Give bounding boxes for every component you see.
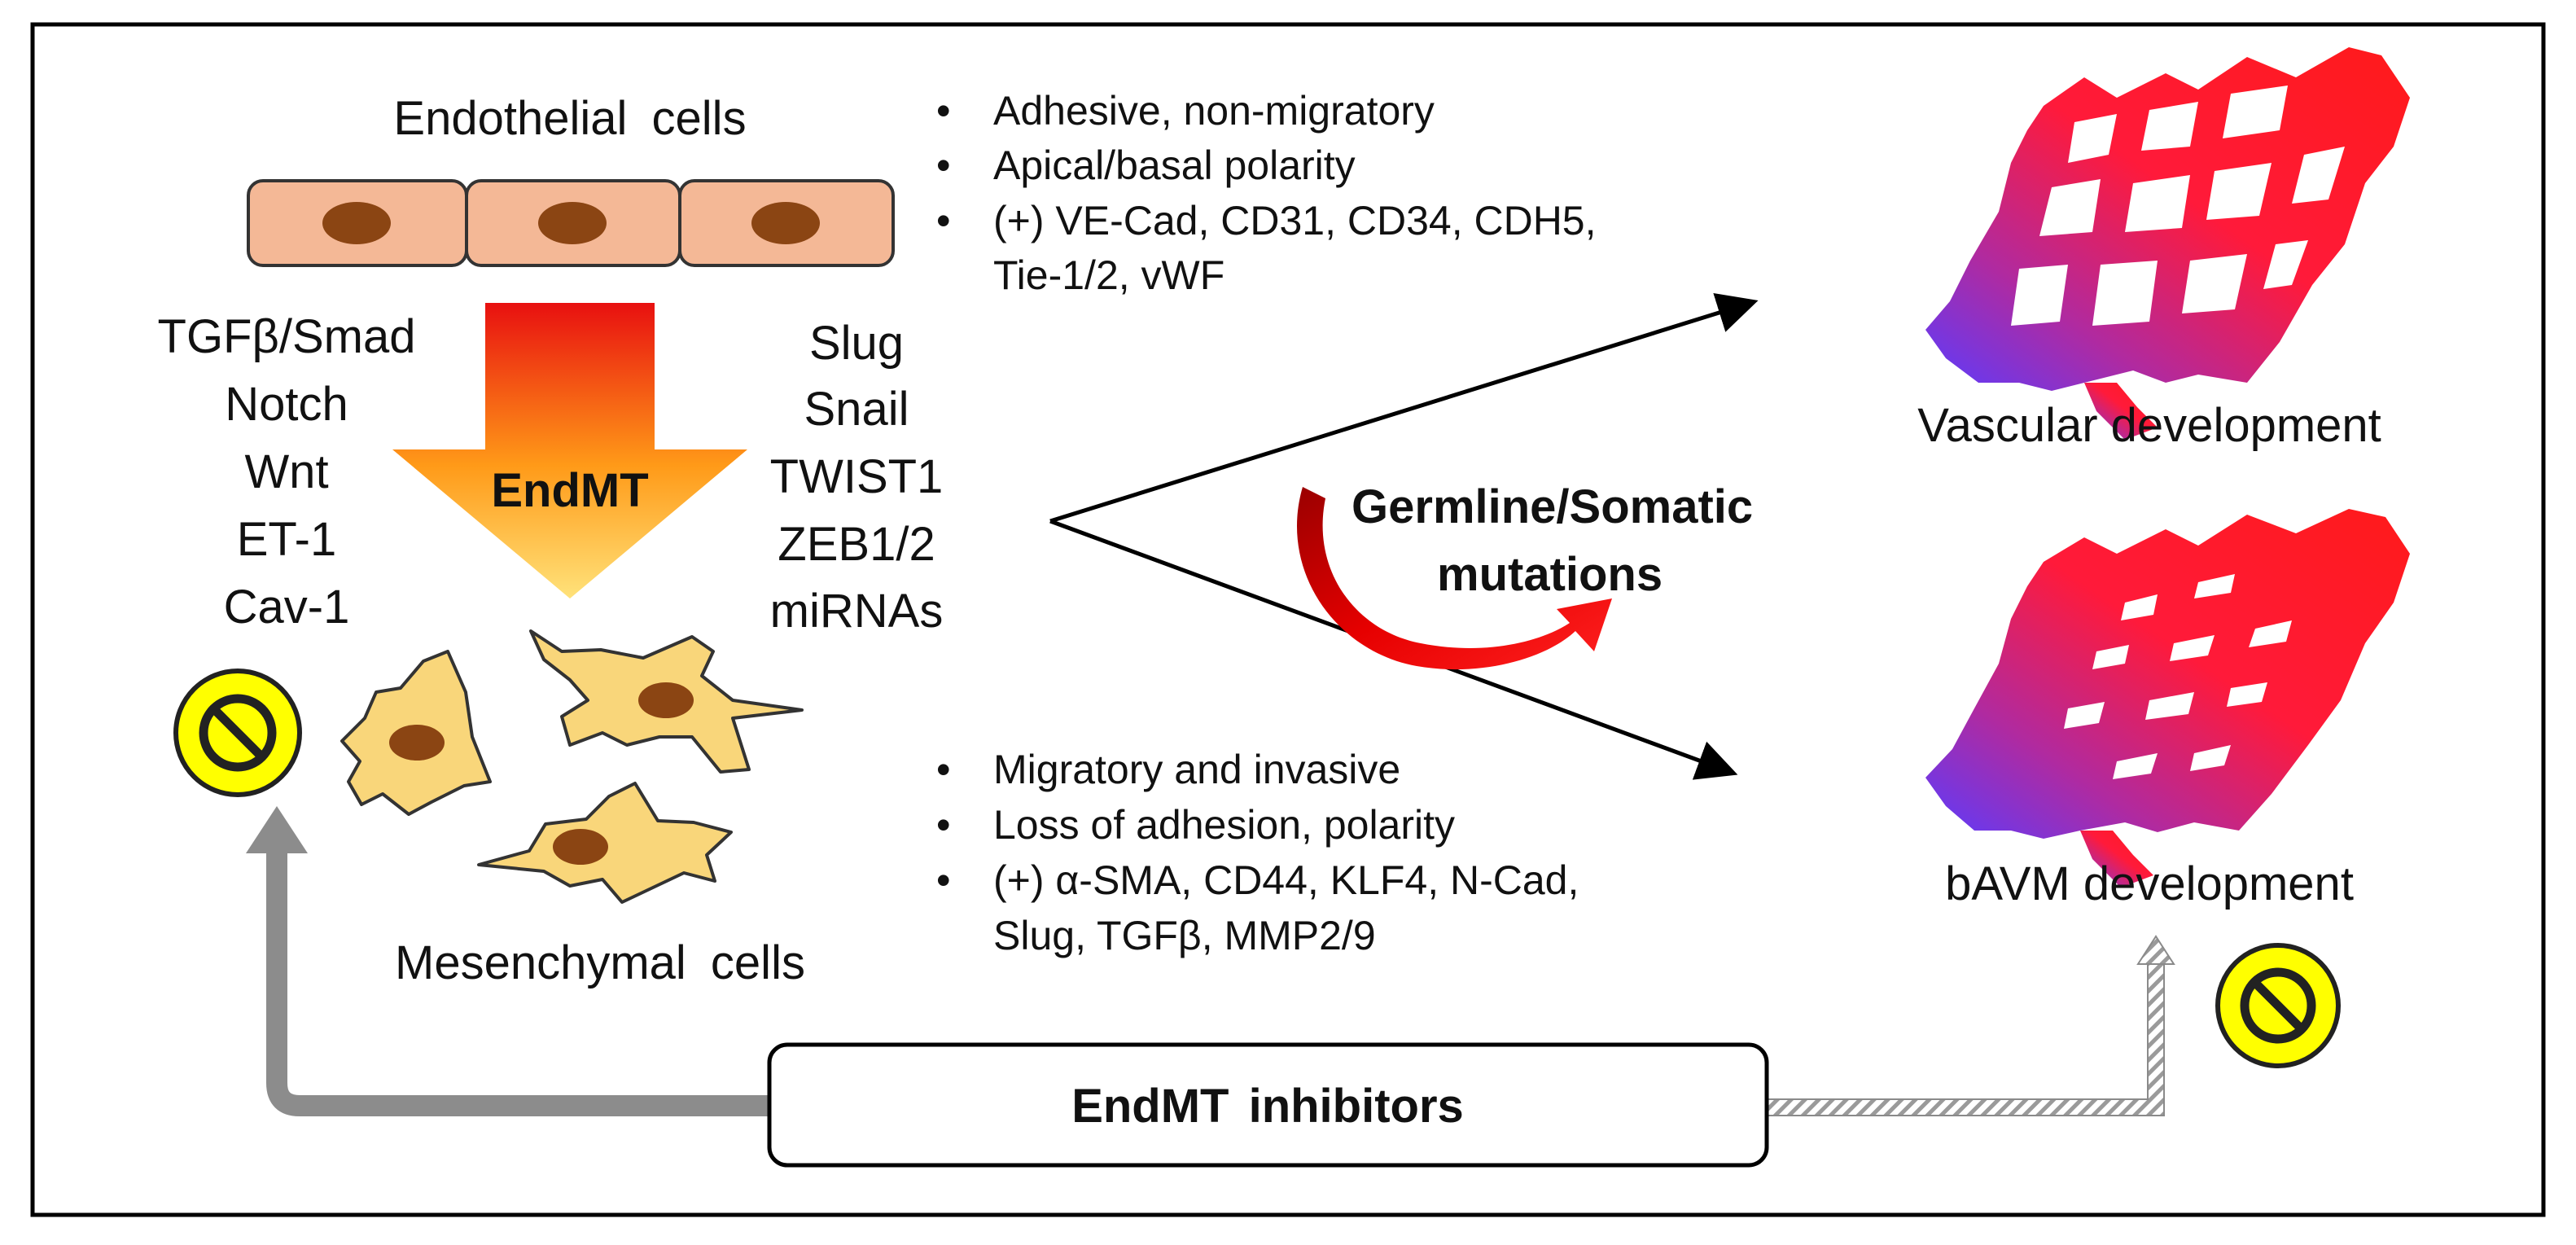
- signaling-pathways: TGFβ/Smad Notch Wnt ET-1 Cav-1: [158, 310, 416, 633]
- bullet-text: Loss of adhesion, polarity: [993, 802, 1455, 848]
- transcription-item: miRNAs: [770, 585, 944, 638]
- mesenchymal-properties: • Migratory and invasive • Loss of adhes…: [936, 747, 1579, 958]
- bullet-text: Migratory and invasive: [993, 747, 1400, 792]
- transcription-item: TWIST1: [770, 450, 944, 503]
- cell-nucleus: [538, 202, 607, 244]
- transcription-item: ZEB1/2: [778, 518, 935, 571]
- bullet-mark: •: [936, 857, 951, 903]
- arrow-to-vascular: [1049, 293, 1759, 524]
- signaling-item: TGFβ/Smad: [158, 310, 416, 363]
- vessel-network-icon: [1925, 509, 2410, 888]
- endmt-label: EndMT: [491, 464, 648, 517]
- cell-nucleus: [751, 202, 820, 244]
- endmt-arrow: [392, 303, 747, 598]
- bullet-text: (+) VE-Cad, CD31, CD34, CDH5,: [993, 198, 1597, 243]
- cell-nucleus: [322, 202, 391, 244]
- mesenchymal-title: Mesenchymal cells: [395, 936, 805, 989]
- endothelial-properties: • Adhesive, non-migratory • Apical/basal…: [936, 88, 1597, 298]
- cell-nucleus: [553, 829, 608, 865]
- bullet-mark: •: [936, 802, 951, 848]
- mutations-line1: Germline/Somatic: [1352, 480, 1753, 533]
- transcription-item: Snail: [804, 383, 909, 436]
- bullet-text: Tie-1/2, vWF: [993, 252, 1224, 298]
- mesenchymal-cells: [340, 629, 804, 904]
- bullet-text: (+) α-SMA, CD44, KLF4, N-Cad,: [993, 857, 1579, 903]
- bullet-text: Adhesive, non-migratory: [993, 88, 1435, 134]
- vessel-network-icon: [1925, 47, 2410, 440]
- bullet-mark: •: [936, 198, 951, 243]
- forbidden-sign-icon: [2215, 943, 2341, 1068]
- inhibitors-label: EndMT inhibitors: [1071, 1080, 1464, 1133]
- endothelial-cells: [247, 179, 895, 267]
- cell-nucleus: [389, 725, 445, 761]
- bullet-mark: •: [936, 88, 951, 134]
- transcription-item: Slug: [809, 317, 904, 370]
- outcome-bavm: bAVM development: [1945, 857, 2354, 910]
- transcription-factors: Slug Snail TWIST1 ZEB1/2 miRNAs: [770, 317, 944, 638]
- inhibit-arrow-left: [246, 806, 769, 1116]
- signaling-item: Cav-1: [224, 581, 350, 633]
- cell-nucleus: [638, 682, 694, 718]
- bullet-mark: •: [936, 142, 951, 188]
- signaling-item: ET-1: [237, 513, 337, 566]
- bullet-text: Slug, TGFβ, MMP2/9: [993, 913, 1376, 958]
- outcome-vascular: Vascular development: [1917, 399, 2381, 452]
- bullet-mark: •: [936, 747, 951, 792]
- signaling-item: Notch: [225, 378, 348, 431]
- inhibitors-box: [767, 1042, 1769, 1168]
- forbidden-sign-icon: [173, 669, 302, 797]
- endothelial-title: Endothelial cells: [393, 92, 746, 145]
- bullet-text: Apical/basal polarity: [993, 142, 1356, 188]
- signaling-item: Wnt: [244, 445, 328, 498]
- mutations-line2: mutations: [1437, 548, 1663, 601]
